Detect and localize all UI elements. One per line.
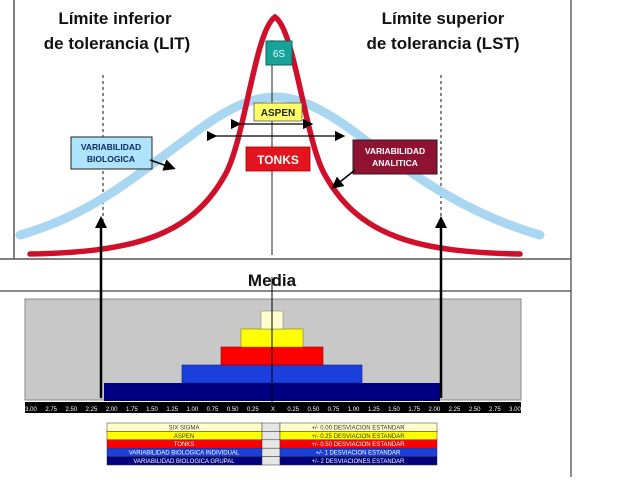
upper-limit-arrowhead (435, 216, 447, 228)
axis-tick-label: 3.00 (509, 407, 521, 413)
lower-limit-arrowhead (95, 216, 107, 228)
axis-tick-label: 2.75 (45, 407, 57, 413)
analytical-callout-arrow (331, 169, 356, 189)
legend-swatch-cell (261, 447, 281, 457)
legend-name: VARIABILIDAD BIOLOGICA INDIVIDUAL (129, 451, 240, 457)
legend-desc: +/- 1 DESVIACION ESTANDAR (316, 451, 401, 457)
aspen-box (253, 102, 303, 122)
six-sigma-label: 6S (273, 49, 286, 60)
axis-tick-label: 2.00 (428, 407, 440, 413)
legend-desc: +/- 0.50 DESVIACION ESTANDAR (311, 442, 405, 448)
axis-tick-label: 1.50 (388, 407, 400, 413)
axis-tick-label: 1.75 (408, 407, 420, 413)
legend-name: SIX SIGMA (169, 425, 200, 431)
axis-tick-label: 0.25 (287, 407, 299, 413)
upper-limit-title-line2: de tolerancia (LST) (366, 34, 519, 53)
legend-name: TONKS (174, 442, 195, 448)
axis-tick-label: 2.75 (489, 407, 501, 413)
analytical-variability-curve (27, 13, 523, 257)
tonks-label: TONKS (257, 153, 299, 167)
legend-swatch-cell (261, 439, 281, 449)
axis-tick-label: 2.25 (449, 407, 461, 413)
axis-tick-label: 1.50 (146, 407, 158, 413)
axis-tick-label: 2.50 (469, 407, 481, 413)
legend-swatch-cell (261, 422, 281, 432)
axis-tick-label: 3.00 (25, 407, 37, 413)
axis-tick-label: X (271, 407, 275, 413)
lower-limit-title-line1: Límite inferior (58, 9, 172, 28)
legend-desc: +/- 0.25 DESVIACION ESTANDAR (311, 434, 405, 440)
legend-desc: +/- 2 DESVIACIONES ESTANDAR (312, 459, 405, 465)
legend-swatch-cell (261, 456, 281, 466)
axis-tick-label: 1.00 (348, 407, 360, 413)
biological-variability-curve (15, 92, 545, 240)
legend-name: VARIABILIDAD BIOLOGICA GRUPAL (133, 459, 235, 465)
axis-tick-label: 1.25 (368, 407, 380, 413)
biological-callout-arrow (149, 159, 176, 171)
axis-tick-label: 1.75 (126, 407, 138, 413)
axis-strip (25, 402, 521, 413)
biological-variability-label-line1: VARIABILIDAD (81, 142, 141, 152)
six-sigma-box (265, 40, 293, 66)
axis-tick-label: 0.50 (307, 407, 319, 413)
axis-tick-label: 1.00 (186, 407, 198, 413)
legend-desc: +/- 0.00 DESVIACION ESTANDAR (311, 425, 405, 431)
tonks-box (245, 146, 311, 172)
axis-tick-label: 1.25 (166, 407, 178, 413)
upper-limit-title-line1: Límite superior (382, 9, 505, 28)
axis-tick-labels: 3.00 2.75 2.50 2.25 2.00 1.75 1.50 1.25 1.00 0.75… (25, 407, 521, 413)
biological-variability-box (70, 136, 153, 170)
axis-tick-label: 2.50 (65, 407, 77, 413)
analytical-variability-label-line1: VARIABILIDAD (365, 146, 425, 156)
axis-tick-label: 0.75 (328, 407, 340, 413)
axis-tick-label: 2.25 (86, 407, 98, 413)
axis-tick-label: 0.50 (227, 407, 239, 413)
axis-tick-label: 2.00 (106, 407, 118, 413)
analytical-variability-box (352, 139, 438, 175)
axis-tick-label: 0.25 (247, 407, 259, 413)
analytical-variability-label-line2: ANALITICA (372, 158, 418, 168)
legend-swatch-cell (261, 431, 281, 441)
aspen-label: ASPEN (261, 108, 295, 119)
lower-limit-title-line2: de tolerancia (LIT) (44, 34, 190, 53)
biological-variability-label-line2: BIOLOGICA (87, 154, 135, 164)
legend-desc-cell (279, 456, 438, 466)
legend-table: SIX SIGMA +/- 0.00 DESVIACION ESTANDAR ASP… (106, 422, 438, 466)
axis-tick-label: 0.75 (207, 407, 219, 413)
legend-name: ASPEN (174, 434, 194, 440)
